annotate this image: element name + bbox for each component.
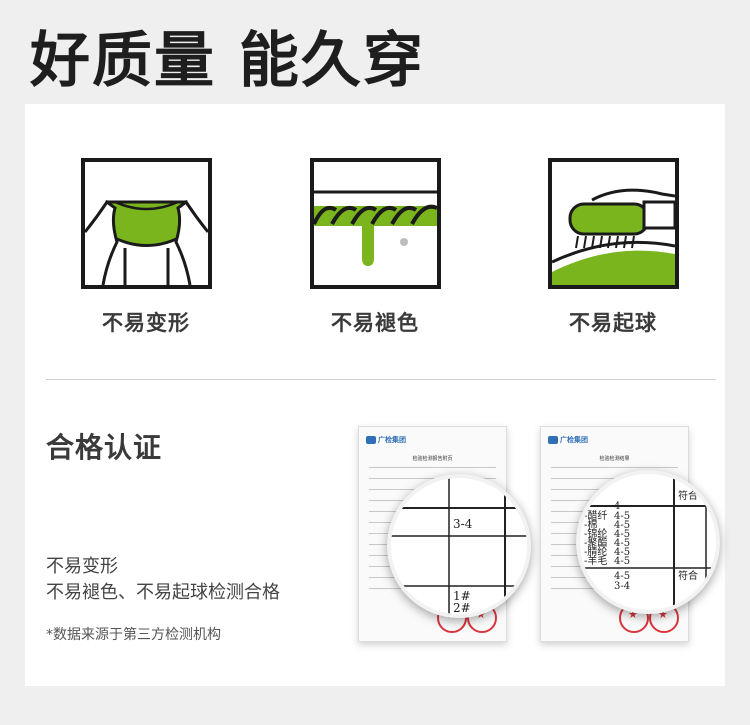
magnifier-lens: 3-4 1# 2# — [387, 474, 531, 618]
report-logo: 广检集团 — [366, 435, 406, 445]
report-logo: 广检集团 — [548, 435, 588, 445]
certification-line: 不易褪色、不易起球检测合格 — [46, 582, 280, 603]
report-title: 检验检测结果 — [599, 456, 630, 462]
wring-icon — [309, 158, 441, 289]
feature-no-deform: 不易变形 — [71, 158, 221, 337]
feature-no-fade: 不易褪色 — [300, 158, 450, 337]
feature-label: 不易起球 — [569, 311, 657, 335]
stretch-icon — [80, 158, 212, 289]
brush-icon — [547, 158, 679, 289]
page-title: 好质量 能久穿 — [30, 26, 425, 96]
certification-title: 合格认证 — [46, 431, 163, 464]
magnifier-lens: 符合 4 -醋纤 -棉 -锦纶 -聚酯 -腈纶 -羊毛 4-5 4-5 4-5 … — [576, 470, 720, 614]
certification-line: 不易变形 — [46, 556, 118, 577]
content-panel: 不易变形 不易褪色 — [25, 104, 725, 686]
feature-label: 不易褪色 — [331, 311, 419, 335]
report-title: 检验检测报告附页 — [412, 456, 453, 462]
feature-no-pilling: 不易起球 — [538, 158, 688, 337]
data-source-note: *数据来源于第三方检测机构 — [46, 627, 221, 643]
section-divider — [46, 379, 716, 380]
feature-label: 不易变形 — [102, 311, 190, 335]
